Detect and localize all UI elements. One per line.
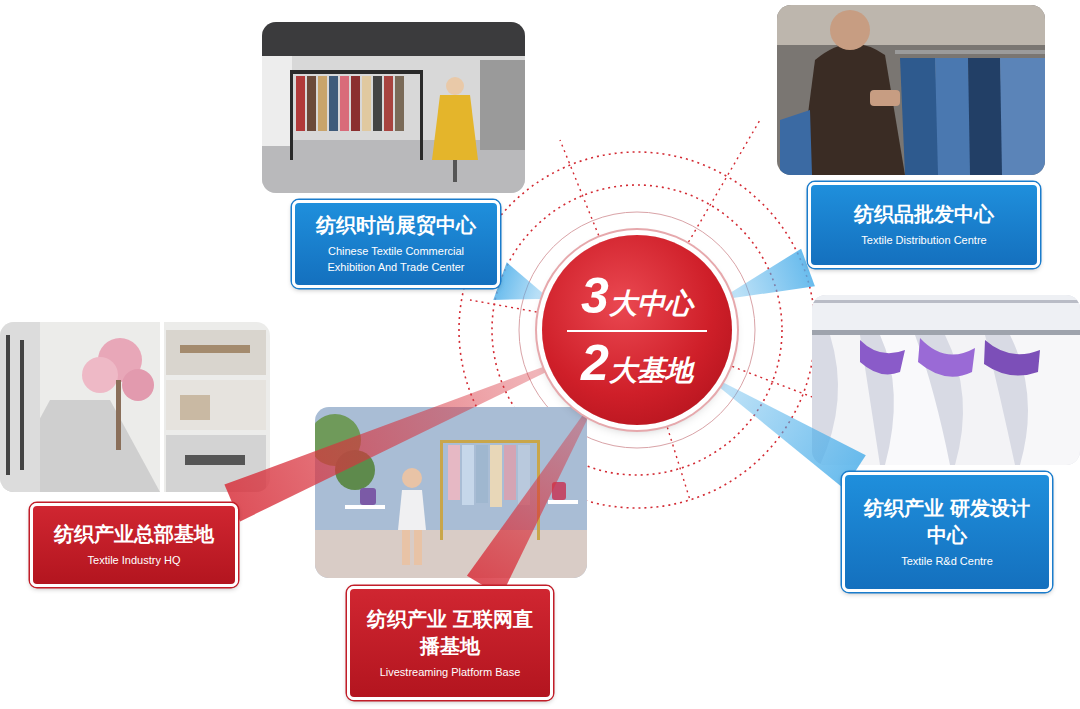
box-subtitle: Textile Industry HQ [88, 553, 181, 569]
box-title: 纺织品批发中心 [854, 201, 994, 228]
center-title: 3大中心 [581, 269, 693, 324]
center-title: 2大基地 [581, 336, 693, 391]
beam-connector [493, 262, 543, 300]
dotted-ring [459, 152, 815, 508]
center-circle: 3大中心 2大基地 [542, 235, 732, 425]
fabric-photo [812, 295, 1080, 465]
base-box: 纺织产业 互联网直播基地 Livestreaming Platform Base [347, 586, 553, 700]
divider-line [567, 330, 707, 332]
beam-connector [467, 415, 588, 596]
jeans-photo [777, 5, 1045, 175]
beam-connector [224, 367, 545, 522]
box-subtitle: Chinese Textile Commercial Exhibition An… [305, 244, 487, 276]
box-subtitle: Textile R&d Centre [901, 554, 993, 570]
center-box: 纺织产业 研发设计中心 Textile R&d Centre [842, 472, 1052, 592]
office-photo [0, 322, 270, 492]
center-box: 纺织时尚展贸中心 Chinese Textile Commercial Exhib… [292, 200, 500, 288]
box-subtitle: Livestreaming Platform Base [380, 665, 521, 681]
center-box: 纺织品批发中心 Textile Distribution Centre [808, 182, 1040, 268]
showroom-photo [262, 22, 525, 193]
box-title: 纺织产业 研发设计中心 [855, 495, 1039, 549]
box-title: 纺织产业总部基地 [54, 521, 214, 548]
box-title: 纺织产业 互联网直播基地 [360, 606, 540, 660]
box-subtitle: Textile Distribution Centre [861, 233, 986, 249]
box-title: 纺织时尚展贸中心 [316, 212, 476, 239]
base-box: 纺织产业总部基地 Textile Industry HQ [30, 503, 238, 587]
beam-connector [731, 249, 815, 298]
